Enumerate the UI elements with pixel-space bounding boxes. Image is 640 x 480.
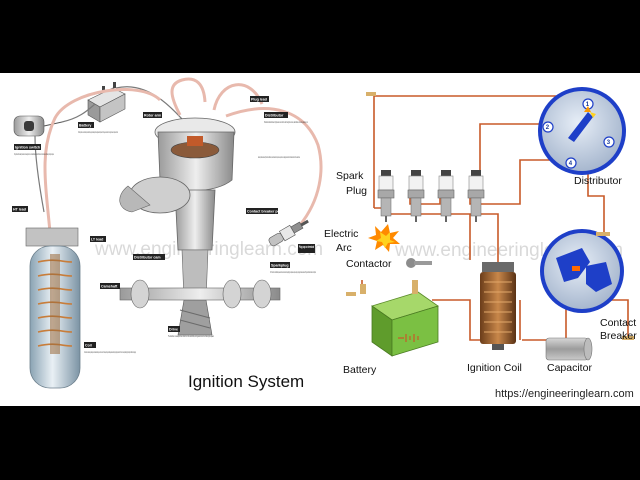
sparkplug-illustration xyxy=(268,219,309,247)
label-spark-plug-1: Spark xyxy=(336,170,364,182)
label-capacitor: Capacitor xyxy=(547,362,592,374)
svg-text:The battery is the source of e: The battery is the source of electric po… xyxy=(78,130,118,134)
svg-text:Drive: Drive xyxy=(169,328,178,332)
tag-plug-cap: Plug cap on terminal xyxy=(298,244,315,253)
distributor-illustration xyxy=(119,117,236,336)
svg-text:Plug cap on terminal: Plug cap on terminal xyxy=(299,245,314,249)
label-ignition-coil: Ignition Coil xyxy=(467,362,522,374)
capacitor-icon xyxy=(545,337,593,361)
contactor-icon xyxy=(406,258,432,268)
label-battery: Battery xyxy=(343,364,377,376)
tag-sparkplug: Sparkplug The HT current from the distri… xyxy=(270,262,316,274)
label-distributor: Distributor xyxy=(574,175,622,187)
tag-ignition-switch: Ignition switch The ignition switch is u… xyxy=(14,144,54,156)
svg-text:The coil consists of a metal c: The coil consists of a metal casing cont… xyxy=(84,350,136,354)
tag-battery: Battery The battery is the source of ele… xyxy=(78,122,118,134)
svg-text:3: 3 xyxy=(607,140,611,146)
tag-distributor: Distributor The distributor directs the … xyxy=(258,112,308,159)
svg-text:Battery: Battery xyxy=(79,124,91,128)
tag-rotor-arm: Rotor arm xyxy=(143,112,162,118)
tag-drive: Drive The distributor is usually driven … xyxy=(168,326,214,338)
label-spark-plug-2: Plug xyxy=(346,185,367,197)
tag-distributor-cam: Distributor cam xyxy=(133,254,165,260)
svg-text:Distributor: Distributor xyxy=(265,114,284,118)
left-panel: www.engineeringlearn.com xyxy=(12,77,323,391)
tag-coil: Coil The coil consists of a metal casing… xyxy=(84,342,136,354)
svg-text:LT lead: LT lead xyxy=(91,238,103,242)
battery-icon xyxy=(360,280,439,357)
svg-text:The ignition switch is usually: The ignition switch is usually mounted o… xyxy=(14,152,54,156)
coil-illustration xyxy=(25,227,81,389)
svg-text:The distributor directs the fl: The distributor directs the flow of high… xyxy=(264,120,308,124)
contact-breaker-icon xyxy=(540,229,624,313)
svg-text:Contact breaker points: Contact breaker points xyxy=(247,210,286,214)
svg-text:1: 1 xyxy=(586,102,590,108)
electric-arc-icon xyxy=(368,224,400,252)
svg-text:Plug lead: Plug lead xyxy=(251,98,267,102)
svg-text:Ignition switch: Ignition switch xyxy=(15,146,40,150)
svg-text:Distributor cam: Distributor cam xyxy=(134,256,161,260)
source-url: https://engineeringlearn.com xyxy=(495,388,634,400)
tag-camshaft: Camshaft xyxy=(100,283,120,289)
camshaft-illustration xyxy=(119,279,281,309)
svg-text:HT lead: HT lead xyxy=(13,208,26,212)
left-panel-title: Ignition System xyxy=(188,372,304,391)
svg-text:Camshaft: Camshaft xyxy=(101,285,118,289)
tag-lt-lead: LT lead xyxy=(90,236,106,242)
svg-text:The distributor is usually dri: The distributor is usually driven direct… xyxy=(168,334,214,338)
ground-terminals xyxy=(346,92,634,340)
svg-text:The HT current from the distri: The HT current from the distributor pass… xyxy=(270,270,316,274)
spark-plug-4 xyxy=(467,170,485,222)
tag-plug-lead: Plug lead xyxy=(250,96,269,102)
battery-illustration xyxy=(87,82,126,123)
spark-plug-3 xyxy=(437,170,455,222)
ignition-coil-icon xyxy=(480,262,516,350)
label-contact-breaker-2: Breaker xyxy=(600,330,637,342)
right-panel: www.engineeringlearn.com 1 2 xyxy=(324,87,637,400)
svg-text:Rotor arm: Rotor arm xyxy=(144,114,161,118)
spark-plug-2 xyxy=(407,170,425,222)
label-contactor: Contactor xyxy=(346,258,392,270)
distributor-icon: 1 2 3 4 xyxy=(538,87,626,175)
label-electric-arc-1: Electric xyxy=(324,228,358,240)
ht-leads xyxy=(43,77,323,233)
spark-plug-row xyxy=(377,170,485,222)
svg-text:4: 4 xyxy=(569,161,573,167)
svg-text:Sparkplug: Sparkplug xyxy=(271,264,289,268)
tag-ht-lead: HT lead xyxy=(12,206,28,212)
figure-panel xyxy=(0,73,640,406)
svg-text:2: 2 xyxy=(546,125,550,131)
spark-plug-1 xyxy=(377,170,395,222)
label-contact-breaker-1: Contact xyxy=(600,317,636,329)
svg-text:Coil: Coil xyxy=(85,344,92,348)
svg-text:A device (called a condenser),: A device (called a condenser), fitted on… xyxy=(258,155,300,159)
tag-contact-breaker: Contact breaker points xyxy=(246,208,286,214)
label-electric-arc-2: Arc xyxy=(336,242,352,254)
